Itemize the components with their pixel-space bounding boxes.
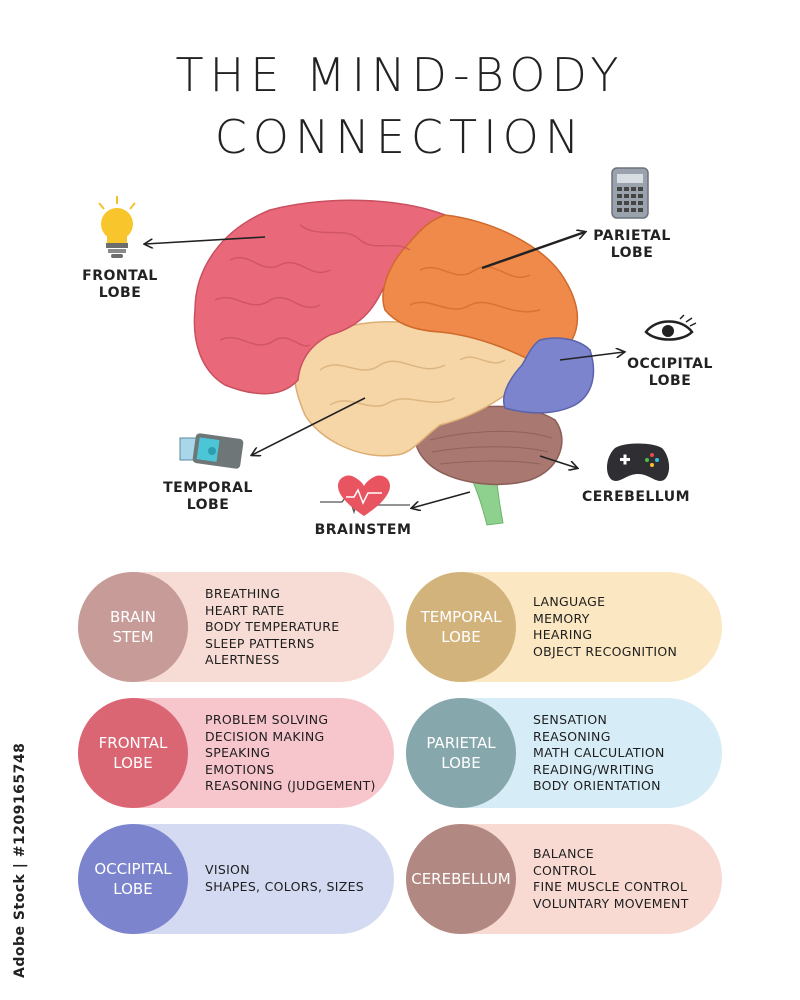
list-item: LANGUAGE bbox=[533, 594, 606, 609]
list-item: MEMORY bbox=[533, 610, 590, 626]
card-circle: CEREBELLUM bbox=[406, 824, 516, 934]
list-item: OBJECT RECOGNITION bbox=[533, 643, 678, 659]
list-item: ALERTNESS bbox=[205, 652, 280, 667]
function-list: VISION SHAPES, COLORS, SIZES bbox=[205, 862, 364, 895]
list-item: FINE MUSCLE CONTROL bbox=[533, 879, 688, 894]
frontal-lobe-region bbox=[193, 199, 447, 395]
list-item: BODY ORIENTATION bbox=[533, 778, 661, 793]
function-list: SENSATION REASONING MATH CALCULATION REA… bbox=[533, 712, 665, 795]
cerebellum-region bbox=[414, 405, 563, 486]
list-item: REASONING (JUDGEMENT) bbox=[205, 778, 376, 793]
list-item: HEARING bbox=[533, 627, 593, 642]
page-title-line-1: THE MIND-BODY bbox=[175, 48, 625, 102]
function-list: PROBLEM SOLVING DECISION MAKING SPEAKING… bbox=[205, 712, 376, 795]
list-item: BODY TEMPERATURE bbox=[205, 619, 340, 634]
gamepad-icon bbox=[606, 443, 670, 481]
list-item: PROBLEM SOLVING bbox=[205, 712, 329, 727]
list-item: HEART RATE bbox=[205, 602, 285, 618]
list-item: CONTROL bbox=[533, 862, 597, 878]
brain-diagram bbox=[98, 167, 697, 526]
list-item: SHAPES, COLORS, SIZES bbox=[205, 878, 365, 894]
list-item: EMOTIONS bbox=[205, 761, 275, 777]
usb-drive-icon bbox=[179, 433, 244, 469]
function-list: BREATHING HEART RATE BODY TEMPERATURE SL… bbox=[205, 586, 339, 669]
list-item: DECISION MAKING bbox=[205, 728, 325, 744]
list-item: REASONING bbox=[533, 728, 611, 744]
list-item: SPEAKING bbox=[205, 745, 271, 760]
list-item: BALANCE bbox=[533, 846, 595, 861]
cerebellum-label: CEREBELLUM bbox=[581, 489, 691, 505]
list-item: VOLUNTARY MOVEMENT bbox=[533, 895, 689, 911]
stock-watermark-text: Adobe Stock | #1209165748 bbox=[12, 742, 28, 978]
lightbulb-icon bbox=[98, 196, 136, 258]
brainstem-label: BRAINSTEM bbox=[314, 522, 412, 538]
function-list: LANGUAGE MEMORY HEARING OBJECT RECOGNITI… bbox=[533, 594, 677, 660]
list-item: SLEEP PATTERNS bbox=[205, 635, 315, 651]
function-list: BALANCE CONTROL FINE MUSCLE CONTROL VOLU… bbox=[533, 846, 689, 912]
page-title-line-2: CONNECTION bbox=[214, 110, 586, 164]
list-item: VISION bbox=[205, 862, 250, 877]
occipital-lobe-region bbox=[503, 337, 595, 414]
heartbeat-icon bbox=[320, 475, 410, 516]
list-item: BREATHING bbox=[205, 586, 281, 601]
list-item: MATH CALCULATION bbox=[533, 745, 665, 760]
eye-icon bbox=[644, 314, 697, 341]
card-cerebellum: CEREBELLUM BALANCE CONTROL FINE MUSCLE C… bbox=[406, 824, 722, 934]
calculator-icon bbox=[611, 167, 649, 219]
list-item: SENSATION bbox=[533, 712, 608, 727]
list-item: READING/WRITING bbox=[533, 761, 655, 777]
